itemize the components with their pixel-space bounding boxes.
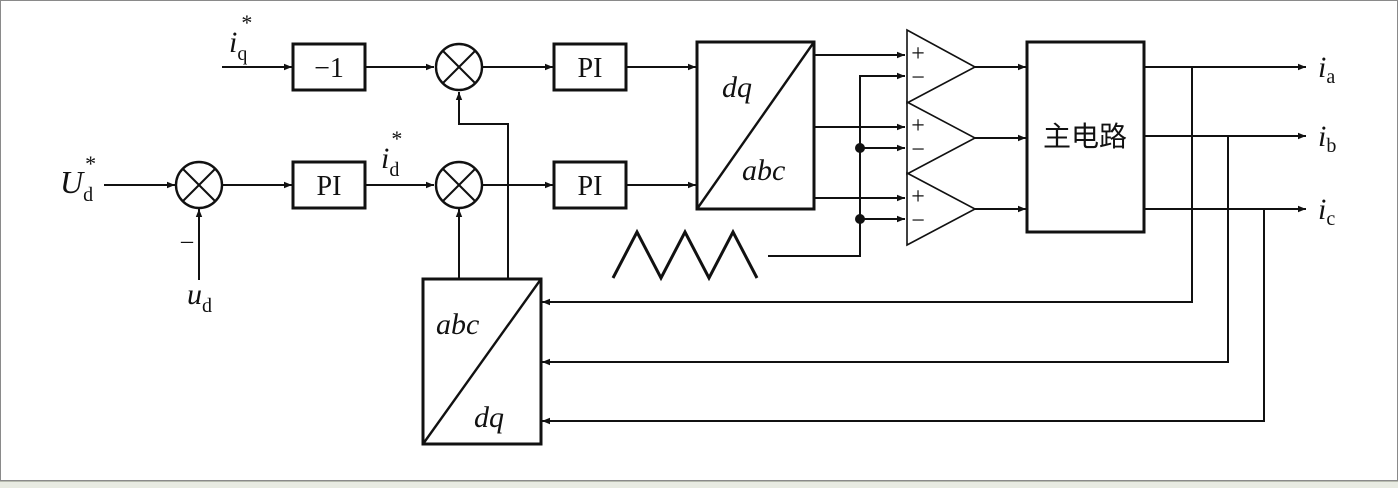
- output-ib-label: ib: [1318, 120, 1336, 157]
- iq-ref-label: iq*: [229, 10, 252, 65]
- pi-label: PI: [317, 171, 342, 202]
- minus-sign: −: [911, 208, 925, 234]
- output-ic-label: ic: [1318, 193, 1335, 230]
- minus-sign: −: [911, 65, 925, 91]
- abc-label: abc: [742, 154, 785, 187]
- summing-junction-voltage: [174, 160, 224, 210]
- ud-label: ud: [187, 278, 212, 317]
- dq-label: dq: [722, 71, 752, 104]
- triangle-carrier-waveform: [611, 228, 759, 282]
- pi-q-block: PI: [552, 42, 628, 92]
- pi-label: PI: [578, 53, 603, 84]
- Ud-ref-label: Ud*: [60, 151, 96, 206]
- pi-label: PI: [578, 171, 603, 202]
- summing-junction-d: [434, 160, 484, 210]
- output-ia-label: ia: [1318, 51, 1335, 88]
- gain-label: −1: [314, 53, 344, 84]
- main-circuit-block: 主电路: [1025, 40, 1146, 234]
- plus-sign: +: [911, 113, 925, 139]
- summing-junction-q: [434, 42, 484, 92]
- plus-sign: +: [911, 184, 925, 210]
- dq-label: dq: [474, 401, 504, 434]
- main-circuit-label: 主电路: [1043, 120, 1127, 153]
- junction-dot: [855, 214, 865, 224]
- bottom-strip: [0, 481, 1398, 488]
- comparator-a: + −: [906, 28, 977, 105]
- pi-voltage-block: PI: [291, 160, 367, 210]
- minus-sign: –: [180, 228, 194, 254]
- wiring: [104, 51, 1306, 425]
- comparator-b: + −: [906, 100, 977, 176]
- dq-to-abc-transform: dq abc: [695, 40, 816, 211]
- id-ref-label: id*: [381, 126, 402, 181]
- minus-sign: −: [911, 137, 925, 163]
- comparator-c: + −: [906, 171, 977, 247]
- abc-label: abc: [436, 308, 479, 341]
- abc-to-dq-transform: abc dq: [421, 277, 543, 446]
- junction-dot: [855, 143, 865, 153]
- pi-d-block: PI: [552, 160, 628, 210]
- plus-sign: +: [911, 41, 925, 67]
- gain-block: −1: [291, 42, 367, 92]
